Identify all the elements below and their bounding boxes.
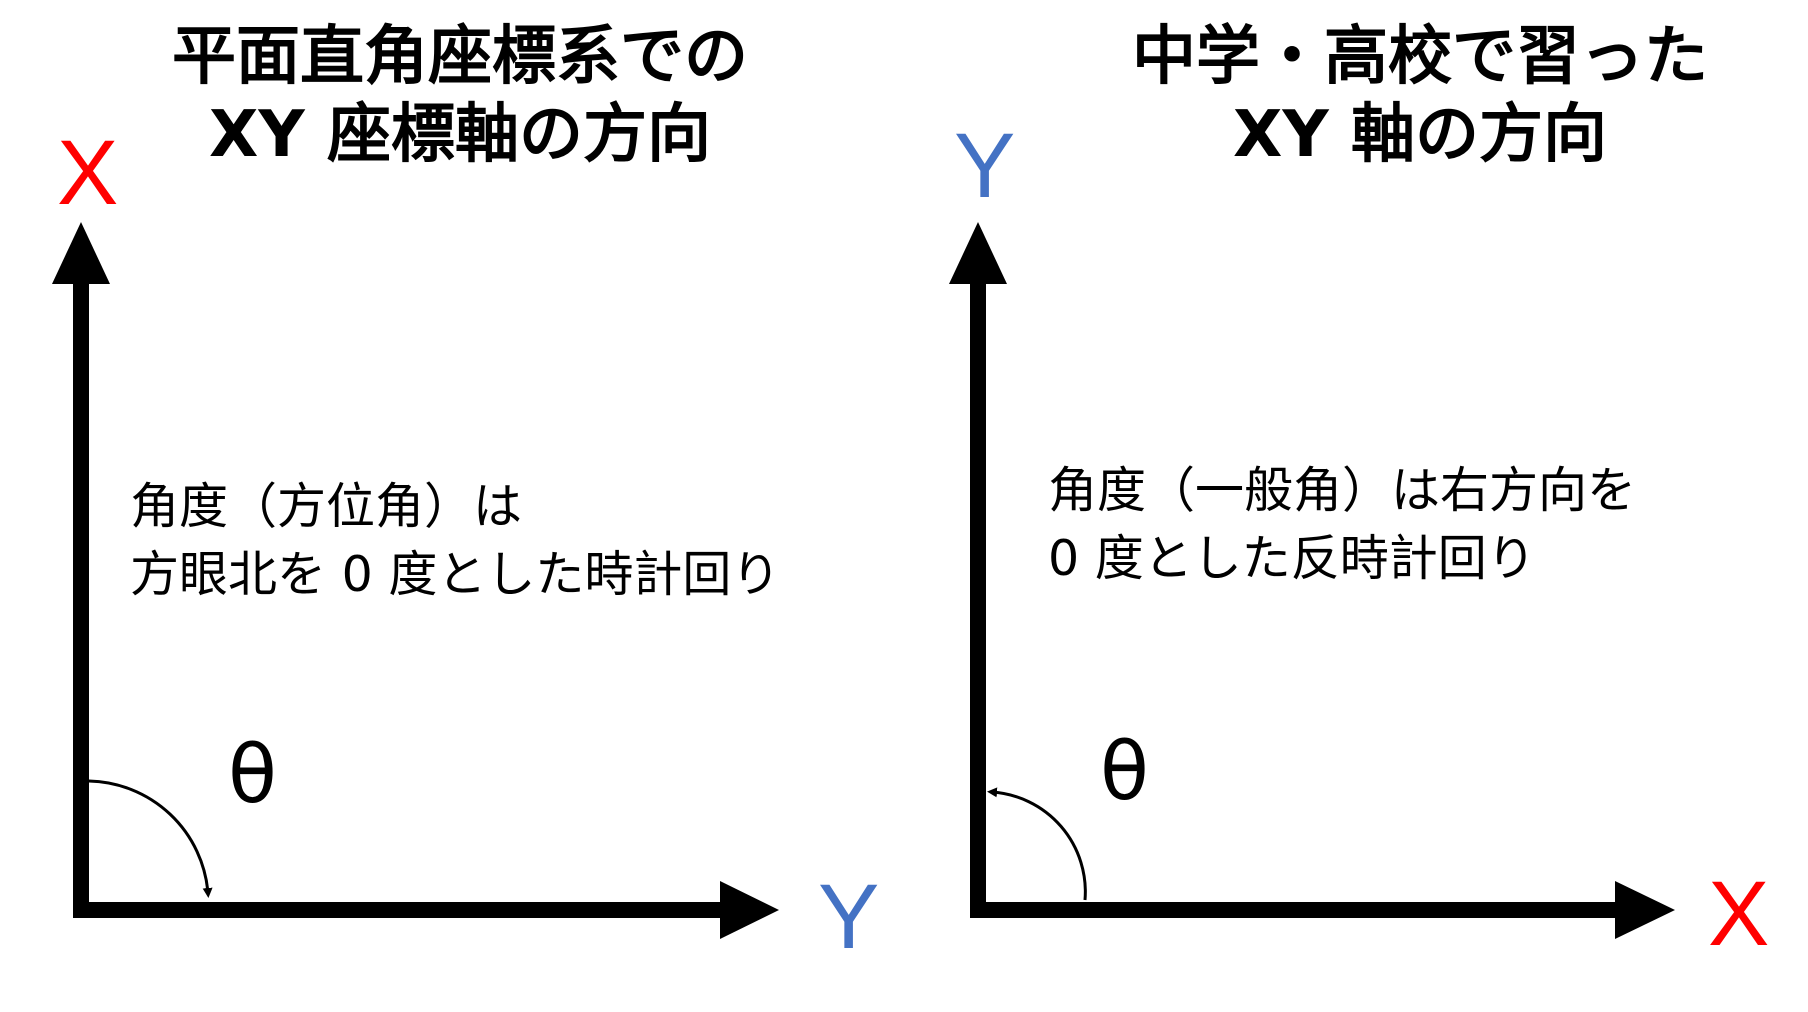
right-panel-title: 中学・高校で習った XY 軸の方向 <box>1120 18 1720 174</box>
right-horizontal-axis-line <box>970 902 1622 918</box>
left-panel-description: 角度（方位角）は 方眼北を 0 度とした時計回り <box>130 473 780 609</box>
left-axes <box>52 222 779 939</box>
right-angle-theta: θ <box>1100 725 1149 818</box>
right-title-line1: 中学・高校で習った <box>1132 20 1708 94</box>
left-title-line1: 平面直角座標系での <box>172 20 748 94</box>
right-title-line2: XY 軸の方向 <box>1233 98 1607 172</box>
left-horizontal-axis-line <box>73 902 733 918</box>
left-vertical-axis-line <box>73 270 89 916</box>
right-description-line2: 0 度とした反時計回り <box>1048 530 1536 587</box>
right-panel-description: 角度（一般角）は右方向を 0 度とした反時計回り <box>1048 457 1636 593</box>
right-horizontal-axis-arrowhead <box>1615 881 1675 939</box>
left-vertical-axis-label: X <box>57 122 119 224</box>
left-vertical-axis-arrowhead <box>52 222 110 284</box>
left-horizontal-axis-label: Y <box>818 866 880 968</box>
left-title-line2: XY 座標軸の方向 <box>209 98 711 172</box>
left-horizontal-axis-arrowhead <box>720 881 779 939</box>
left-description-line2: 方眼北を 0 度とした時計回り <box>130 546 781 603</box>
right-angle-arc <box>987 787 1087 901</box>
left-description-line1: 角度（方位角）は <box>130 478 523 535</box>
right-axes <box>949 222 1675 939</box>
left-angle-theta: θ <box>228 728 277 821</box>
right-vertical-axis-label: Y <box>954 115 1016 217</box>
left-panel-title: 平面直角座標系での XY 座標軸の方向 <box>150 18 770 174</box>
right-description-line1: 角度（一般角）は右方向を <box>1048 462 1637 519</box>
right-vertical-axis-arrowhead <box>949 222 1007 284</box>
right-horizontal-axis-label: X <box>1708 863 1770 965</box>
left-angle-arc <box>88 779 213 898</box>
right-vertical-axis-line <box>970 270 986 916</box>
